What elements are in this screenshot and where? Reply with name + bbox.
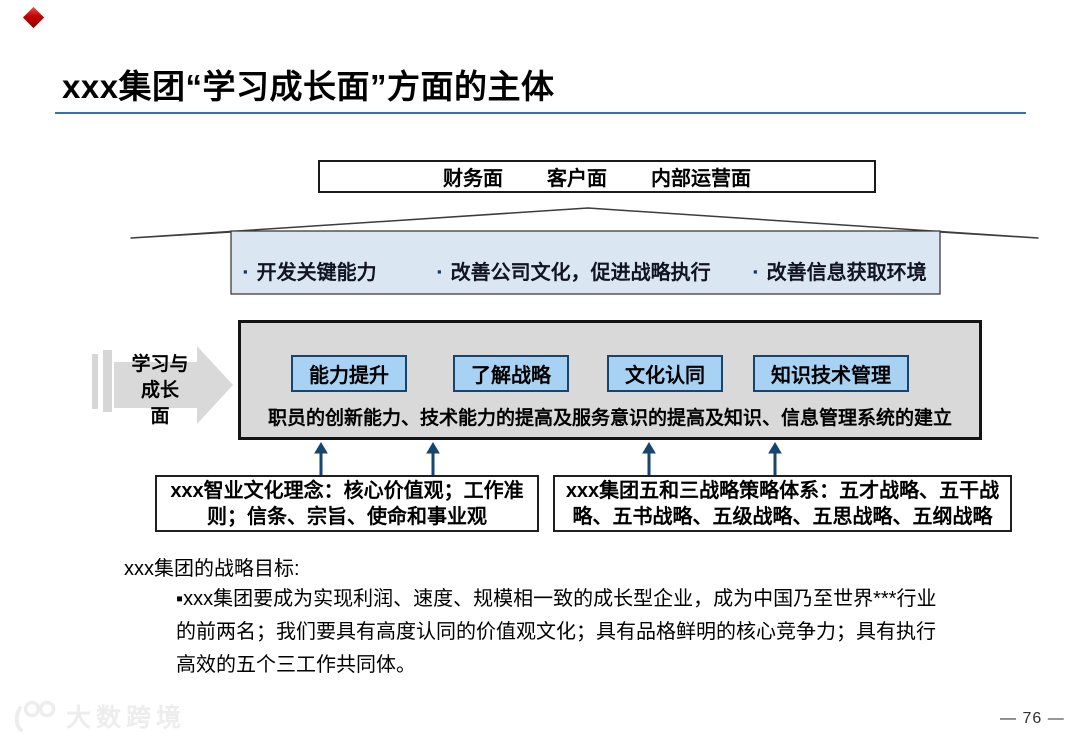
side-label-learning-growth: 学习与 成长 面 — [116, 352, 204, 430]
banner-bullet-item: ▪ 改善公司文化，促进战略执行 — [437, 256, 711, 285]
side-label-line: 面 — [150, 406, 170, 427]
perspectives-box: 财务面 客户面 内部运营面 — [318, 160, 876, 193]
source-box-culture: xxx智业文化理念：核心价值观；工作准 则；信条、宗旨、使命和事业观 — [155, 475, 539, 532]
strategy-goal-heading: xxx集团的战略目标: — [124, 558, 300, 580]
banner-bullet-label: 改善公司文化，促进战略执行 — [450, 262, 711, 284]
watermark-logo-icon — [14, 700, 56, 732]
side-speed-bar-1 — [92, 354, 98, 409]
chip-knowledge-tech-mgmt: 知识技术管理 — [753, 355, 909, 392]
panel-description: 职员的创新能力、技术能力的提高及服务意识的提高及知识、信息管理系统的建立 — [267, 408, 952, 429]
side-label-line: 成长 — [140, 380, 179, 401]
banner-bullet-item: ▪ 改善信息获取环境 — [753, 256, 927, 285]
source-box-line: 则；信条、宗旨、使命和事业观 — [207, 505, 487, 528]
bullet-square-icon: ▪ — [437, 264, 442, 279]
watermark: 大数跨境 — [12, 698, 186, 734]
banner-bullet-label: 开发关键能力 — [256, 262, 377, 284]
source-box-line: xxx集团五和三战略策略体系：五才战略、五干战 — [565, 479, 1000, 502]
banner-bullet-item: ▪ 开发关键能力 — [243, 256, 377, 285]
strategy-goal-line: ▪xxx集团要成为实现利润、速度、规模相一致的成长型企业，成为中国乃至世界***… — [176, 588, 937, 610]
chip-capability-improvement: 能力提升 — [291, 355, 407, 392]
up-arrow-2 — [426, 442, 440, 477]
up-arrow-1 — [314, 442, 328, 477]
perspective-customer: 客户面 — [547, 168, 607, 190]
strategy-goal-line: 的前两名；我们要具有高度认同的价值观文化；具有品格鲜明的核心竞争力；具有执行 — [176, 621, 936, 643]
source-box-strategy-system: xxx集团五和三战略策略体系：五才战略、五干战 略、五书战略、五级战略、五思战略… — [553, 475, 1012, 532]
up-arrow-3 — [642, 442, 656, 477]
chip-culture-identity: 文化认同 — [607, 355, 723, 392]
learning-growth-panel: 能力提升 了解战略 文化认同 知识技术管理 职员的创新能力、技术能力的提高及服务… — [238, 320, 982, 440]
source-box-line: xxx智业文化理念：核心价值观；工作准 — [170, 479, 524, 502]
perspective-internal-ops: 内部运营面 — [651, 168, 751, 190]
side-label-line: 学习与 — [131, 354, 189, 375]
banner-bullet-label: 改善信息获取环境 — [766, 262, 927, 284]
strategy-goal-body: ▪xxx集团要成为实现利润、速度、规模相一致的成长型企业，成为中国乃至世界***… — [176, 583, 936, 682]
perspective-finance: 财务面 — [443, 168, 503, 190]
banner-body-shape — [230, 230, 941, 295]
bullet-square-icon: ▪ — [243, 264, 248, 279]
chip-understand-strategy: 了解战略 — [453, 355, 569, 392]
side-speed-bar-2 — [103, 350, 112, 412]
up-arrow-4 — [768, 442, 782, 477]
source-box-line: 略、五书战略、五级战略、五思战略、五纲战略 — [572, 505, 993, 528]
bullet-square-icon: ▪ — [753, 264, 758, 279]
side-arrow-shape — [114, 346, 233, 424]
strategy-goal-line: 高效的五个三工作共同体。 — [176, 654, 416, 676]
page-number: — 76 — — [1000, 710, 1065, 727]
title-underline — [55, 112, 1026, 114]
watermark-text: 大数跨境 — [66, 704, 187, 732]
page-title: xxx集团“学习成长面”方面的主体 — [62, 68, 555, 105]
